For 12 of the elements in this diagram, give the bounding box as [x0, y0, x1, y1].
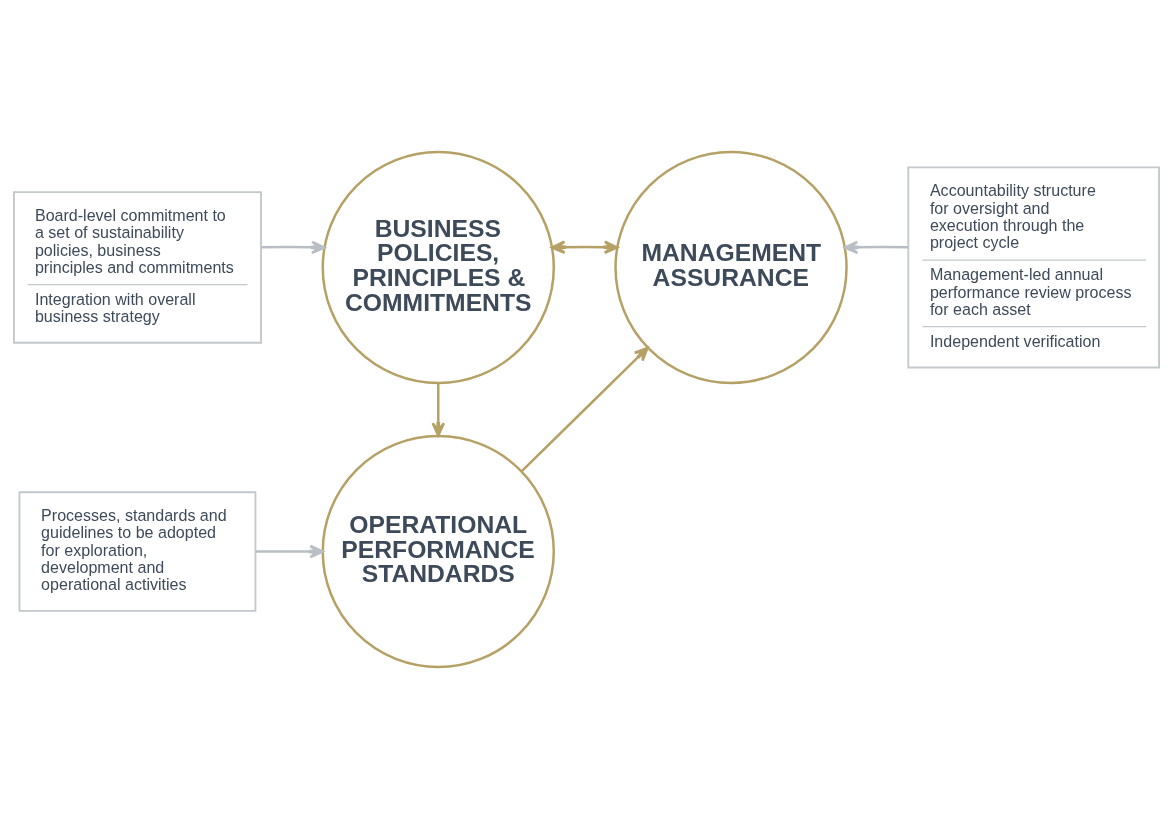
arrow [255, 544, 324, 558]
node-box: Processes, standards and guidelines to be adopted for exploration, development and operational activities [18, 490, 257, 612]
arrow [550, 239, 619, 254]
node-circle: BUSINESS POLICIES, PRINCIPLES & COMMITMENTS [321, 150, 555, 384]
arrow [520, 346, 649, 472]
node-box: Board-level commitment to a set of sustainability policies, business principles and commitments Integration with overall business strategy [13, 190, 262, 344]
node-circle: MANAGEMENT ASSURANCE [614, 150, 848, 384]
node-box: Accountability structure for oversight and execution through the project cycle Management-led annual performance review process for each asset Independent verification [907, 165, 1160, 368]
arrow [843, 240, 909, 254]
arrow [261, 240, 326, 254]
arrow [431, 382, 446, 437]
node-circle: OPERATIONAL PERFORMANCE STANDARDS [321, 434, 555, 668]
